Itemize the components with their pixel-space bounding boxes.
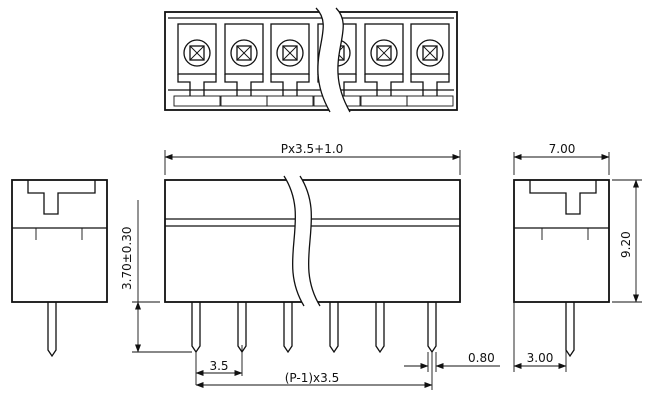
terminal-cell — [266, 23, 314, 107]
pin — [427, 302, 437, 354]
overall-length-label: Px3.5+1.0 — [281, 142, 344, 156]
terminal-cell — [220, 23, 268, 107]
screw-icon — [183, 39, 211, 67]
pin — [329, 302, 339, 354]
screw-icon — [416, 39, 444, 67]
screw-icon — [230, 39, 258, 67]
pin — [375, 302, 385, 354]
height-label: 3.70±0.30 — [120, 227, 134, 291]
screw-icon — [276, 39, 304, 67]
pin — [191, 302, 201, 354]
side-width-label: 7.00 — [549, 142, 576, 156]
terminal-cell — [360, 23, 408, 107]
left-side-view — [11, 179, 108, 358]
screw-icon — [370, 39, 398, 67]
pin-offset-label: 3.00 — [527, 351, 554, 365]
top-view — [164, 7, 458, 113]
terminal-cell — [173, 23, 221, 107]
pitch-span-label: (P-1)x3.5 — [285, 371, 340, 385]
pin — [237, 302, 247, 354]
pitch-label: 3.5 — [209, 359, 228, 373]
right-side-view: 7.00 9.20 3.00 — [513, 142, 642, 372]
front-view: Px3.5+1.0 3.70±0.30 3.5 (P-1)x3.5 0.80 — [120, 142, 500, 390]
pin-width-label: 0.80 — [468, 351, 495, 365]
pin — [283, 302, 293, 354]
terminal-cell — [406, 23, 454, 107]
side-height-label: 9.20 — [619, 231, 633, 258]
